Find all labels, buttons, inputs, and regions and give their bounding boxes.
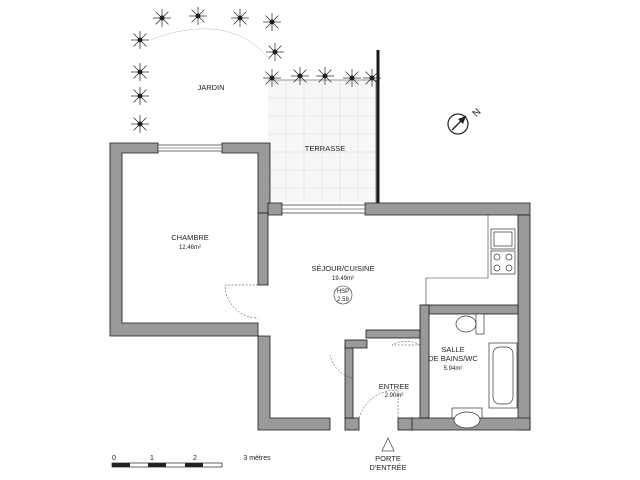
- plant-icon: [316, 67, 334, 85]
- plant-icon: [189, 7, 207, 25]
- entry-left-wall: [344, 344, 354, 419]
- hsp-value: 2.59: [337, 297, 349, 303]
- entrance-triangle-icon: [381, 437, 395, 452]
- plant-icon: [291, 67, 309, 85]
- north-letter: N: [471, 107, 484, 120]
- scale-tick-3: 3 mètres: [243, 455, 271, 462]
- area-entree: 2.90m²: [385, 393, 404, 399]
- label-chambre: CHAMBRE: [171, 233, 209, 242]
- plant-icon: [266, 43, 284, 61]
- toilet-tank-icon: [475, 313, 485, 335]
- garden-plants: [131, 7, 381, 133]
- area-sejour: 19.49m²: [332, 276, 354, 282]
- entrance-door: [358, 389, 399, 419]
- cooktop-icon: [490, 250, 516, 275]
- living-top-wall-right: [364, 202, 531, 216]
- label-sdb-line1: SALLE: [441, 345, 464, 354]
- living-top-wall: [267, 202, 283, 216]
- scale-tick-1: 1: [150, 455, 154, 462]
- plant-icon: [263, 69, 281, 87]
- plant-icon: [231, 9, 249, 27]
- windows: [157, 144, 366, 214]
- bath-left-wall: [419, 304, 430, 419]
- scale-tick-0: 0: [112, 455, 116, 462]
- entry-living-door: [329, 348, 354, 379]
- toilet-bowl-icon: [455, 315, 477, 333]
- bottom-left-wall: [257, 335, 331, 431]
- bedroom-door: [224, 284, 259, 319]
- entry-left-jamb: [344, 417, 360, 431]
- entry-right-jamb: [397, 417, 413, 431]
- area-chambre: 12.46m²: [179, 245, 201, 251]
- plant-icon: [131, 63, 149, 81]
- kitchen-counter: [425, 215, 516, 305]
- plant-icon: [131, 87, 149, 105]
- right-exterior-wall: [517, 214, 531, 431]
- label-sejour: SÉJOUR/CUISINE: [312, 264, 375, 273]
- plant-icon: [343, 69, 361, 87]
- label-jardin: JARDIN: [197, 83, 224, 92]
- hsp-circle: [333, 285, 353, 305]
- terrace-tiling: [268, 80, 376, 202]
- bath-door: [391, 341, 421, 346]
- bathroom-fixtures: [451, 313, 518, 429]
- north-arrow-icon: N: [447, 107, 484, 135]
- plant-icon: [131, 31, 149, 49]
- bath-top-wall: [421, 304, 519, 315]
- garden-path: [149, 28, 271, 61]
- scale-tick-2: 2: [193, 455, 197, 462]
- plant-icon: [153, 9, 171, 27]
- plant-icon: [363, 69, 381, 87]
- area-sdb: 5.94m²: [444, 366, 463, 372]
- entrance-label-line2: D'ENTRÉE: [369, 463, 406, 472]
- hsp-label: HSP: [337, 289, 349, 295]
- bedroom-top-right-wall: [221, 142, 271, 214]
- entry-top-wall: [365, 329, 421, 339]
- entrance-label-line1: PORTE: [375, 454, 401, 463]
- plant-icon: [263, 13, 281, 31]
- label-entree: ENTREE: [379, 382, 409, 391]
- bedroom-partition: [257, 212, 269, 286]
- scale-bar: 0 1 2 3 mètres: [111, 455, 271, 468]
- doors: [224, 284, 421, 419]
- label-sdb-line2: DE BAINS/WC: [428, 354, 478, 363]
- label-terrasse: TERRASSE: [305, 144, 345, 153]
- plant-icon: [131, 115, 149, 133]
- entry-left-stub: [344, 339, 368, 349]
